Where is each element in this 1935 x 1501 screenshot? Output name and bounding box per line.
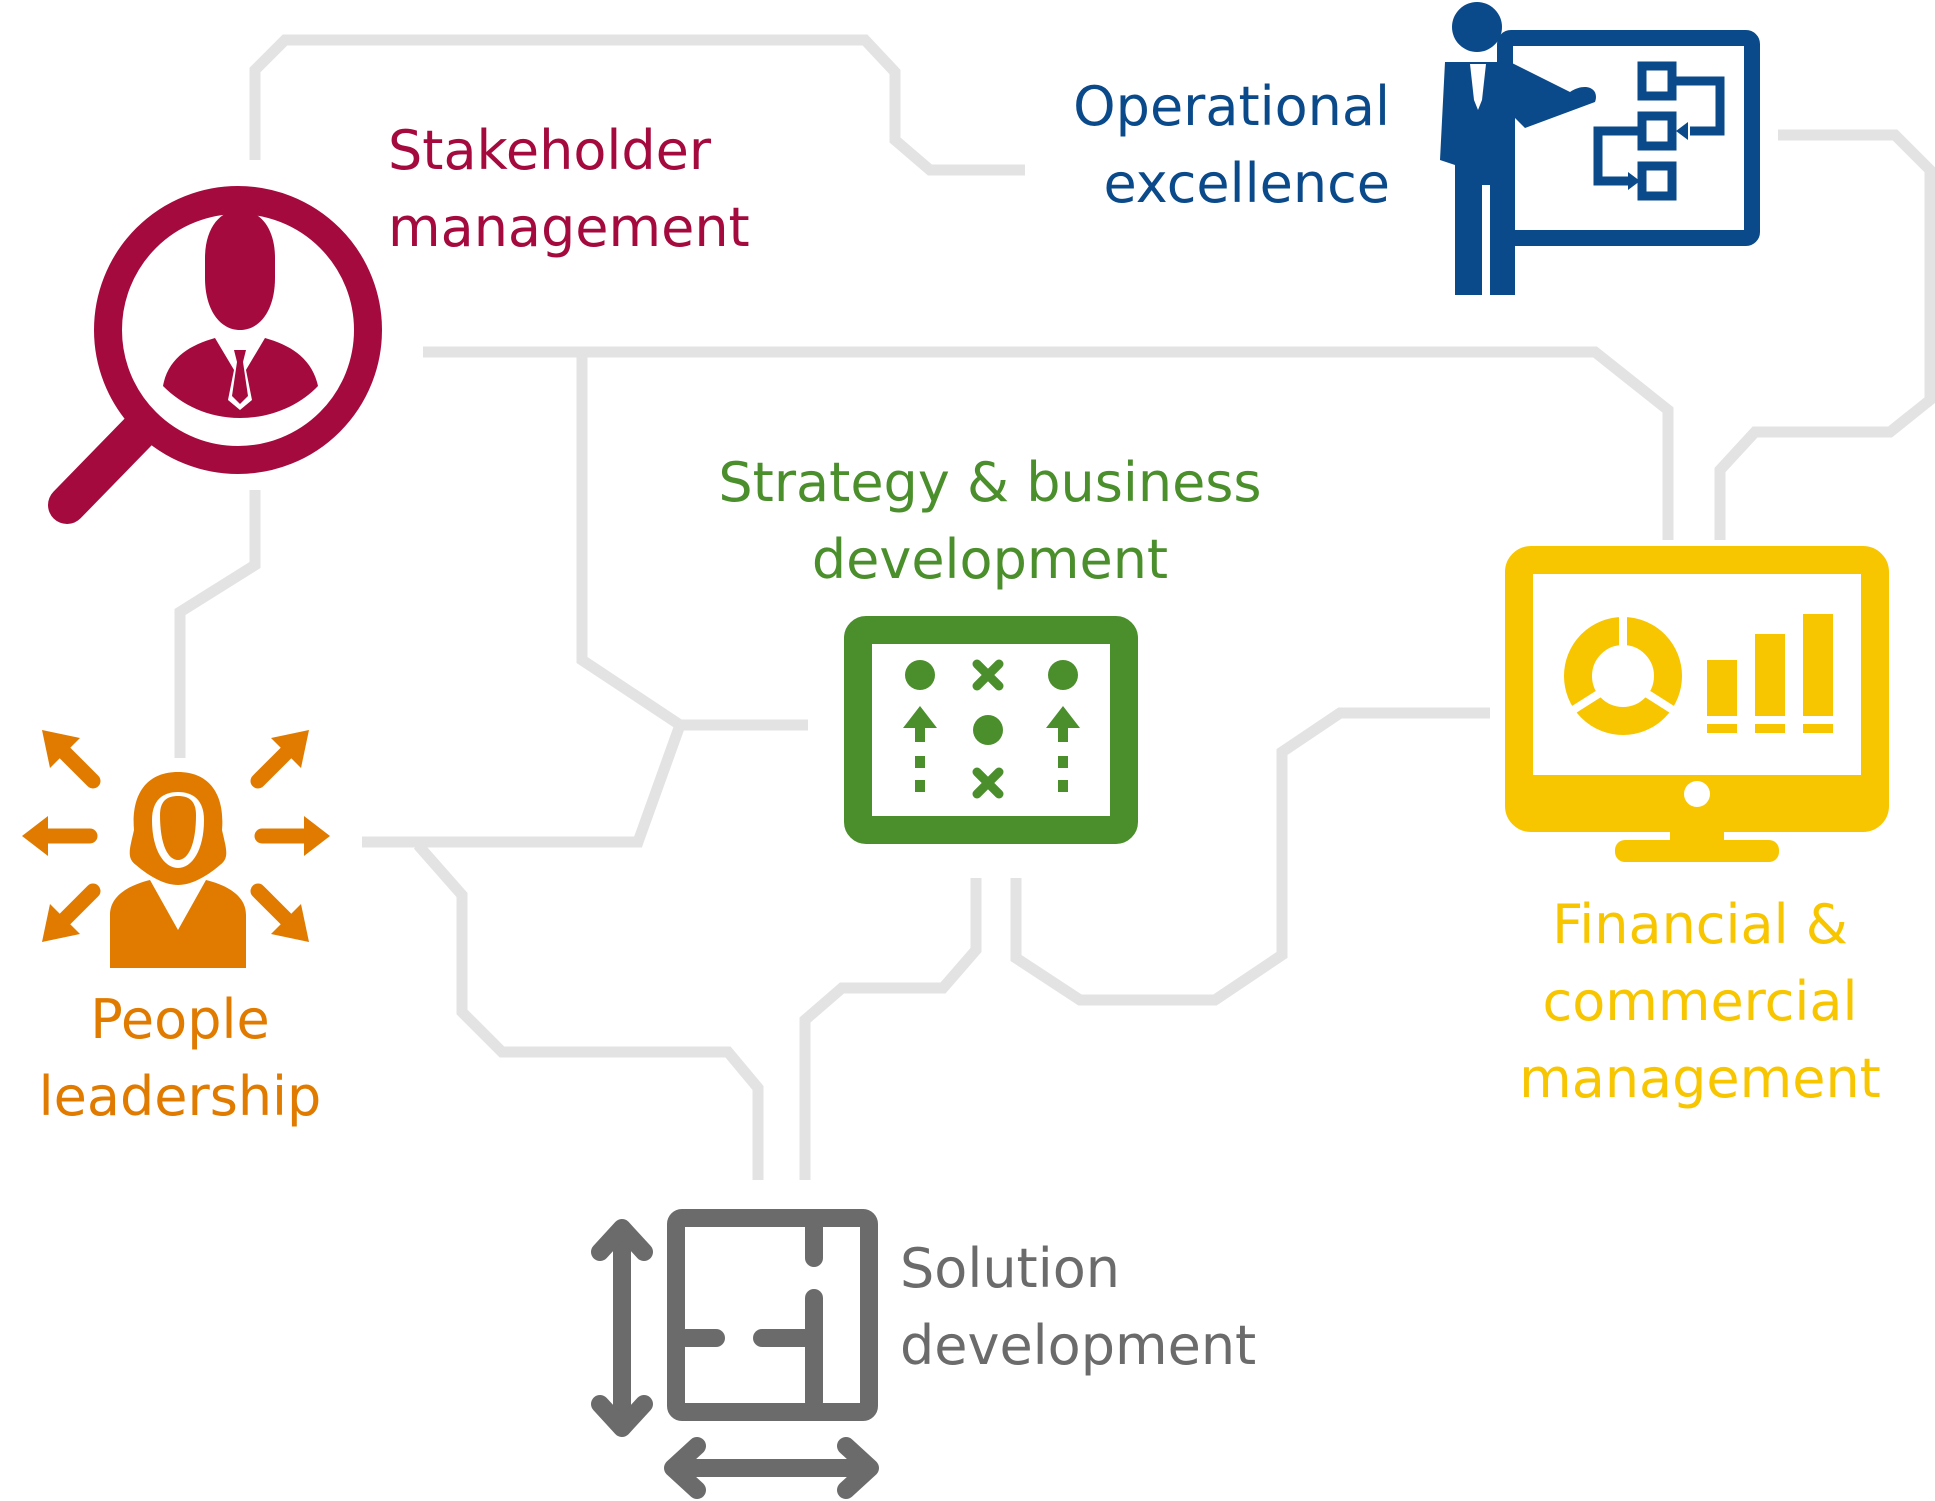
label-line: Financial & <box>1552 893 1848 956</box>
label-line: Solution <box>900 1237 1120 1300</box>
monitor-dashboard-icon <box>1505 546 1889 862</box>
label-operational-excellence: Operational excellence <box>1030 68 1390 222</box>
label-line: development <box>811 528 1169 591</box>
connector-line <box>249 34 1025 176</box>
label-people-leadership: People leadership <box>0 981 360 1135</box>
connector-line <box>174 490 261 758</box>
label-line: commercial <box>1542 970 1858 1033</box>
label-financial-commercial-management: Financial & commercial management <box>1480 886 1920 1117</box>
connector-line <box>1010 707 1490 1006</box>
presenter-flowchart-icon <box>1440 2 1760 295</box>
label-line: People <box>90 988 270 1051</box>
connector-line <box>413 841 764 1180</box>
label-solution-development: Solution development <box>900 1230 1256 1384</box>
connector-line <box>362 723 686 848</box>
magnifier-person-icon <box>48 186 382 524</box>
label-line: management <box>1519 1047 1881 1110</box>
label-line: Strategy & business <box>718 451 1262 514</box>
label-line: excellence <box>1103 152 1390 215</box>
label-line: Operational <box>1073 75 1390 138</box>
floorplan-dimensions-icon <box>591 1209 879 1499</box>
connector-lines <box>174 34 1935 1180</box>
leader-arrows-icon <box>22 730 330 968</box>
playbook-board-icon <box>844 616 1138 844</box>
label-line: management <box>388 196 750 259</box>
label-strategy-business-development: Strategy & business development <box>690 444 1290 598</box>
connector-line <box>423 346 1674 540</box>
connector-line <box>799 878 982 1180</box>
label-line: Stakeholder <box>388 119 712 182</box>
label-stakeholder-management: Stakeholder management <box>388 112 750 266</box>
connector-line <box>1714 129 1935 540</box>
label-line: leadership <box>38 1065 322 1128</box>
connector-line <box>576 352 808 731</box>
label-line: development <box>900 1314 1257 1377</box>
